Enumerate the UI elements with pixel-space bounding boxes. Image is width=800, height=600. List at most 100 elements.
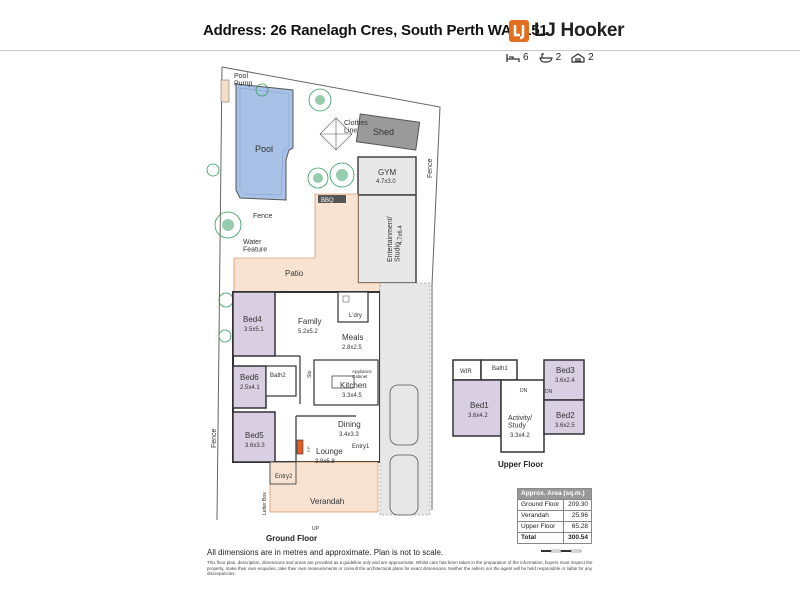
label-bed4-dim: 3.5x5.1	[244, 327, 264, 333]
car-1	[389, 384, 419, 446]
label-ent: Entertainment/Studio	[387, 216, 402, 262]
internal-walls	[275, 355, 356, 462]
label-bed3-dim: 3.6x2.4	[555, 378, 575, 384]
label-bed5: Bed5	[245, 431, 264, 440]
label-dn-1: DN	[520, 388, 528, 394]
bed4	[232, 291, 276, 357]
label-kitchen-dim: 3.3x4.5	[342, 393, 362, 399]
upper-floor-caption: Upper Floor	[498, 460, 544, 469]
area-table-title: Approx. Area (sq.m.)	[517, 488, 592, 500]
pool-inner	[239, 87, 290, 196]
label-fence-right: Fence	[427, 158, 434, 178]
property-features: 6 2 2	[506, 52, 594, 63]
upper-activity	[500, 379, 545, 453]
kitchen	[313, 359, 379, 406]
scale-bar	[541, 549, 582, 553]
bed5	[232, 411, 276, 463]
label-bath2: Bath2	[270, 373, 286, 379]
clothes-line	[319, 117, 353, 151]
ground-floor-caption: Ground Floor	[266, 534, 318, 543]
total-value: 300.54	[563, 532, 592, 544]
label-wir: WIR	[460, 369, 472, 375]
label-entry1: Entry1	[352, 444, 370, 450]
label-ent-dim: 4.7x6.4	[398, 225, 404, 245]
disclaimer: This floor plan, description, dimensions…	[207, 560, 593, 576]
label-shed: Shed	[373, 127, 394, 137]
bath2	[265, 365, 297, 397]
label-bed2: Bed2	[556, 411, 575, 420]
carport	[379, 282, 431, 516]
label-dining: Dining	[338, 420, 361, 429]
area-label: Upper Floor	[516, 521, 565, 533]
label-bed6-dim: 2.5x4.1	[240, 385, 260, 391]
upper-bed1	[452, 379, 502, 437]
label-lounge-dim: 3.9x5.8	[315, 459, 335, 465]
label-dining-dim: 3.4x3.3	[339, 432, 359, 438]
garden-trees	[206, 83, 355, 343]
label-meals-dim: 2.8x2.5	[342, 345, 362, 351]
upper-bed3	[543, 359, 585, 401]
bed-count: 6	[506, 52, 529, 63]
tree-fill	[222, 95, 348, 231]
label-bed1: Bed1	[470, 401, 489, 410]
area-value: 209.30	[563, 499, 592, 511]
upper-bed2	[543, 399, 585, 435]
label-bath1: Bath1	[492, 366, 508, 372]
label-activity-dim: 3.3x4.2	[510, 433, 530, 439]
pool-pump-box	[220, 79, 230, 103]
label-entry2: Entry2	[275, 474, 293, 480]
logo-text: LJ Hooker	[534, 20, 625, 41]
label-fp: F.P.	[306, 446, 311, 452]
label-meals: Meals	[342, 333, 363, 342]
label-up: UP	[312, 526, 320, 532]
garage-icon	[571, 52, 585, 63]
label-ldry: L'dry	[349, 313, 362, 319]
property-boundary	[216, 66, 441, 521]
car-2	[389, 454, 419, 516]
garage-count: 2	[571, 52, 594, 63]
fireplace	[296, 439, 304, 455]
label-bed2-dim: 3.6x2.5	[555, 423, 575, 429]
label-family: Family	[298, 317, 322, 326]
dimensions-note: All dimensions are in metres and approxi…	[207, 548, 444, 557]
label-pool: Pool	[255, 144, 273, 154]
bbq	[318, 195, 346, 203]
label-bed5-dim: 3.6x3.3	[245, 443, 265, 449]
label-bed6: Bed6	[240, 373, 259, 382]
shed	[355, 113, 421, 151]
label-letterbox: Letter Box	[262, 492, 268, 515]
label-verandah: Verandah	[310, 497, 344, 506]
area-label: Verandah	[516, 510, 565, 522]
garage-count-value: 2	[588, 52, 594, 63]
bath-count: 2	[538, 52, 562, 63]
label-bed4: Bed4	[243, 315, 262, 324]
label-bbq: BBQ	[321, 198, 334, 204]
lj-hooker-logo-icon	[509, 20, 529, 42]
entry-porch	[269, 461, 297, 485]
kitchen-island	[331, 375, 355, 389]
label-family-dim: 5.2x5.2	[298, 329, 318, 335]
bed6	[232, 365, 267, 409]
label-fence-left: Fence	[211, 428, 218, 448]
entertainment-studio	[357, 194, 417, 284]
bed-icon	[506, 53, 520, 62]
label-lounge: Lounge	[316, 447, 343, 456]
header-divider	[0, 50, 800, 51]
area-label: Ground Floor	[516, 499, 565, 511]
label-sto: Sto	[307, 370, 313, 378]
address-title: Address: 26 Ranelagh Cres, South Perth W…	[203, 22, 548, 39]
label-patio: Patio	[285, 269, 304, 278]
label-activity: Activity/Study	[508, 415, 532, 430]
bath-icon	[538, 52, 553, 63]
lj-hooker-logo: LJ Hooker	[509, 20, 625, 42]
total-label: Total	[516, 532, 565, 544]
bath-count-value: 2	[555, 52, 562, 63]
area-value: 65.28	[563, 521, 592, 533]
